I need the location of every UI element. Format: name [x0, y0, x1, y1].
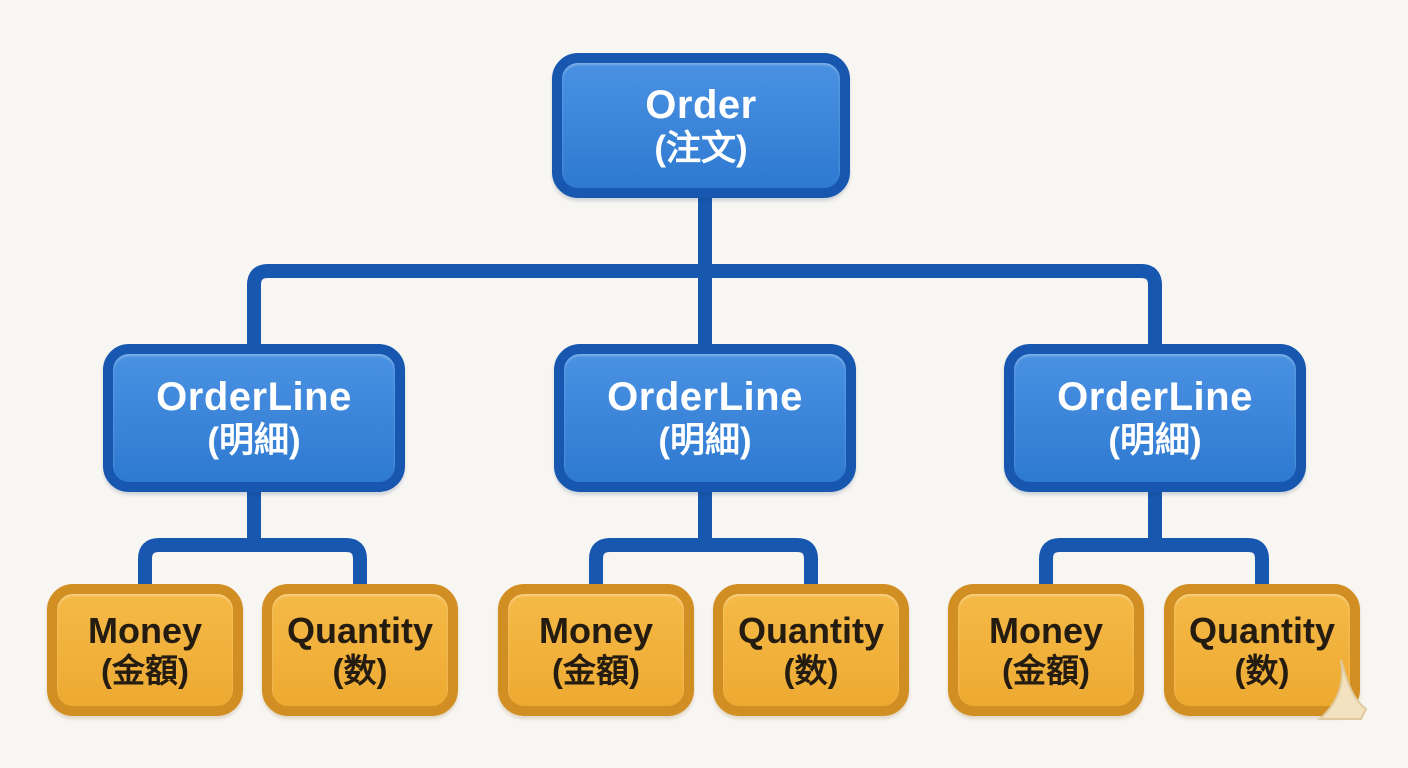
connector-g2-bar	[589, 538, 818, 592]
node-quantity-2: Quantity (数)	[713, 584, 909, 716]
node-orderline-1-title: OrderLine	[156, 375, 352, 419]
connector-main-bus	[247, 264, 1162, 352]
connector-g1-bar	[138, 538, 367, 592]
node-money-1-title: Money	[87, 609, 202, 651]
connector-g3-bar	[1039, 538, 1269, 592]
node-quantity-3-subtitle: (数)	[1234, 651, 1290, 689]
node-money-2-title: Money	[538, 609, 653, 651]
node-money-2: Money (金額)	[498, 584, 694, 716]
node-orderline-2-subtitle: (明細)	[658, 421, 752, 460]
node-money-2-subtitle: (金額)	[552, 651, 640, 689]
node-money-1-subtitle: (金額)	[101, 651, 189, 689]
node-quantity-2-subtitle: (数)	[783, 651, 839, 689]
node-orderline-2-title: OrderLine	[607, 375, 803, 419]
node-order-title: Order	[645, 82, 757, 127]
node-quantity-1-title: Quantity	[286, 609, 433, 651]
node-quantity-1-subtitle: (数)	[332, 651, 388, 689]
node-quantity-1: Quantity (数)	[262, 584, 458, 716]
node-order: Order (注文)	[552, 53, 850, 198]
node-orderline-3-subtitle: (明細)	[1108, 421, 1202, 460]
node-order-subtitle: (注文)	[654, 128, 748, 168]
node-quantity-3: Quantity (数)	[1164, 584, 1360, 716]
node-orderline-3: OrderLine (明細)	[1004, 344, 1306, 492]
node-money-3: Money (金額)	[948, 584, 1144, 716]
node-money-3-title: Money	[988, 609, 1103, 651]
node-orderline-3-title: OrderLine	[1057, 375, 1253, 419]
node-quantity-3-title: Quantity	[1188, 609, 1335, 651]
node-orderline-1: OrderLine (明細)	[103, 344, 405, 492]
node-orderline-1-subtitle: (明細)	[207, 421, 301, 460]
node-orderline-2: OrderLine (明細)	[554, 344, 856, 492]
node-money-3-subtitle: (金額)	[1002, 651, 1090, 689]
node-money-1: Money (金額)	[47, 584, 243, 716]
node-quantity-2-title: Quantity	[737, 609, 884, 651]
